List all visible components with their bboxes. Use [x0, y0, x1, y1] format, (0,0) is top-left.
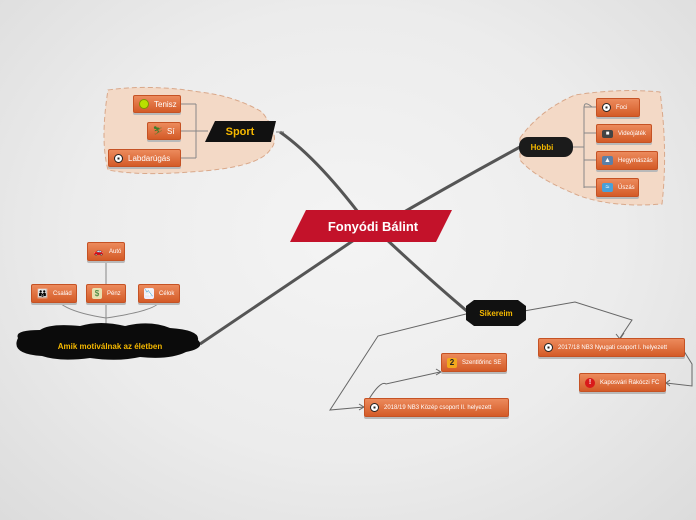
sport-item-si[interactable]: ⛷ Sí [147, 122, 181, 140]
motivacio-item-celok[interactable]: 📉 Célok [138, 284, 180, 303]
sport-topic[interactable]: Sport [207, 122, 273, 141]
ski-icon: ⛷ [152, 126, 164, 135]
sikereim-topic-label: Sikereim [479, 308, 513, 318]
connector-hobbi-children [572, 103, 596, 188]
sikereim-item-label: 2017/18 NB3 Nyugati csoport I. helyezett [558, 344, 668, 351]
motivacio-item-auto[interactable]: 🚗 Autó [87, 242, 125, 261]
arrow-head-4 [665, 379, 671, 387]
connector-central-motivacio [199, 234, 361, 346]
motivacio-item-label: Pénz [107, 290, 121, 297]
hobbi-topic[interactable]: Hobbi [521, 139, 563, 155]
sport-item-label: Labdarúgás [128, 153, 171, 163]
gamepad-icon: ■ [602, 129, 613, 138]
hobbi-item-label: Hegymászás [618, 157, 653, 164]
motivacio-topic-label: Amik motiválnak az életben [57, 341, 163, 351]
connector-central-sikereim [383, 236, 469, 314]
hobbi-item-uszas[interactable]: ≈ Úszás [596, 178, 639, 197]
sport-item-label: Tenisz [154, 99, 177, 109]
soccer-ball-icon [544, 343, 553, 352]
soccer-ball-icon [114, 153, 123, 163]
motivacio-item-label: Célok [159, 290, 175, 297]
number-two-icon: 2 [447, 357, 457, 368]
sikereim-item-label: 2018/19 NB3 Közép csoport II. helyezett [384, 404, 492, 411]
sikereim-node-shape[interactable] [466, 300, 526, 326]
sikereim-item-kaposvari[interactable]: ! Kaposvári Rákóczi FC [579, 373, 666, 392]
motivacio-item-label: Autó [109, 248, 122, 255]
central-node-shape[interactable] [290, 210, 452, 242]
arrow-head-3 [435, 368, 442, 376]
chart-icon: 📉 [144, 288, 154, 299]
hobbi-group-cloud [519, 90, 666, 206]
sikereim-topic[interactable]: Sikereim [466, 304, 526, 322]
money-bag-icon: $ [92, 288, 102, 299]
connector-sport-children [180, 103, 208, 159]
car-icon: 🚗 [93, 246, 104, 256]
mountain-icon: ▲ [602, 156, 613, 165]
hobbi-node-shape[interactable] [519, 137, 573, 157]
sikereim-item-label: Szentlőrinc SE [462, 359, 502, 366]
central-topic[interactable]: Fonyódi Bálint [300, 214, 446, 238]
central-topic-label: Fonyódi Bálint [327, 218, 419, 234]
motivacio-topic[interactable]: Amik motiválnak az életben [30, 338, 190, 354]
motivacio-item-label: Család [53, 290, 72, 297]
motivacio-item-penz[interactable]: $ Pénz [86, 284, 126, 303]
sport-topic-label: Sport [225, 125, 255, 138]
sikereim-item-label: Kaposvári Rákóczi FC [600, 379, 660, 386]
soccer-ball-icon [370, 403, 379, 412]
hobbi-item-hegymaszas[interactable]: ▲ Hegymászás [596, 151, 658, 170]
connector-sikereim-children [329, 301, 693, 411]
hobbi-item-label: Foci [616, 104, 628, 111]
family-icon: 👪 [37, 288, 48, 299]
sport-node-shape[interactable] [205, 121, 276, 142]
sport-item-tenisz[interactable]: Tenisz [133, 95, 181, 113]
sport-item-labdarugas[interactable]: Labdarúgás [108, 149, 181, 167]
hobbi-item-foci[interactable]: Foci [596, 98, 640, 117]
sikereim-item-2017-18[interactable]: 2017/18 NB3 Nyugati csoport I. helyezett [538, 338, 685, 357]
motivacio-node-shape[interactable] [16, 323, 201, 360]
warning-icon: ! [585, 377, 595, 388]
sport-item-label: Sí [167, 126, 175, 136]
motivacio-item-csalad[interactable]: 👪 Család [31, 284, 77, 303]
sikereim-item-szentlorinc[interactable]: 2 Szentlőrinc SE [441, 353, 507, 372]
hobbi-topic-label: Hobbi [530, 142, 554, 152]
hobbi-item-label: Videójáték [618, 130, 646, 137]
tennis-ball-icon [139, 99, 149, 109]
swimming-icon: ≈ [602, 183, 613, 192]
sikereim-item-2018-19[interactable]: 2018/19 NB3 Közép csoport II. helyezett [364, 398, 509, 417]
soccer-ball-icon [602, 103, 611, 112]
hobbi-item-videojatek[interactable]: ■ Videójáték [596, 124, 652, 143]
hobbi-item-label: Úszás [618, 184, 635, 191]
